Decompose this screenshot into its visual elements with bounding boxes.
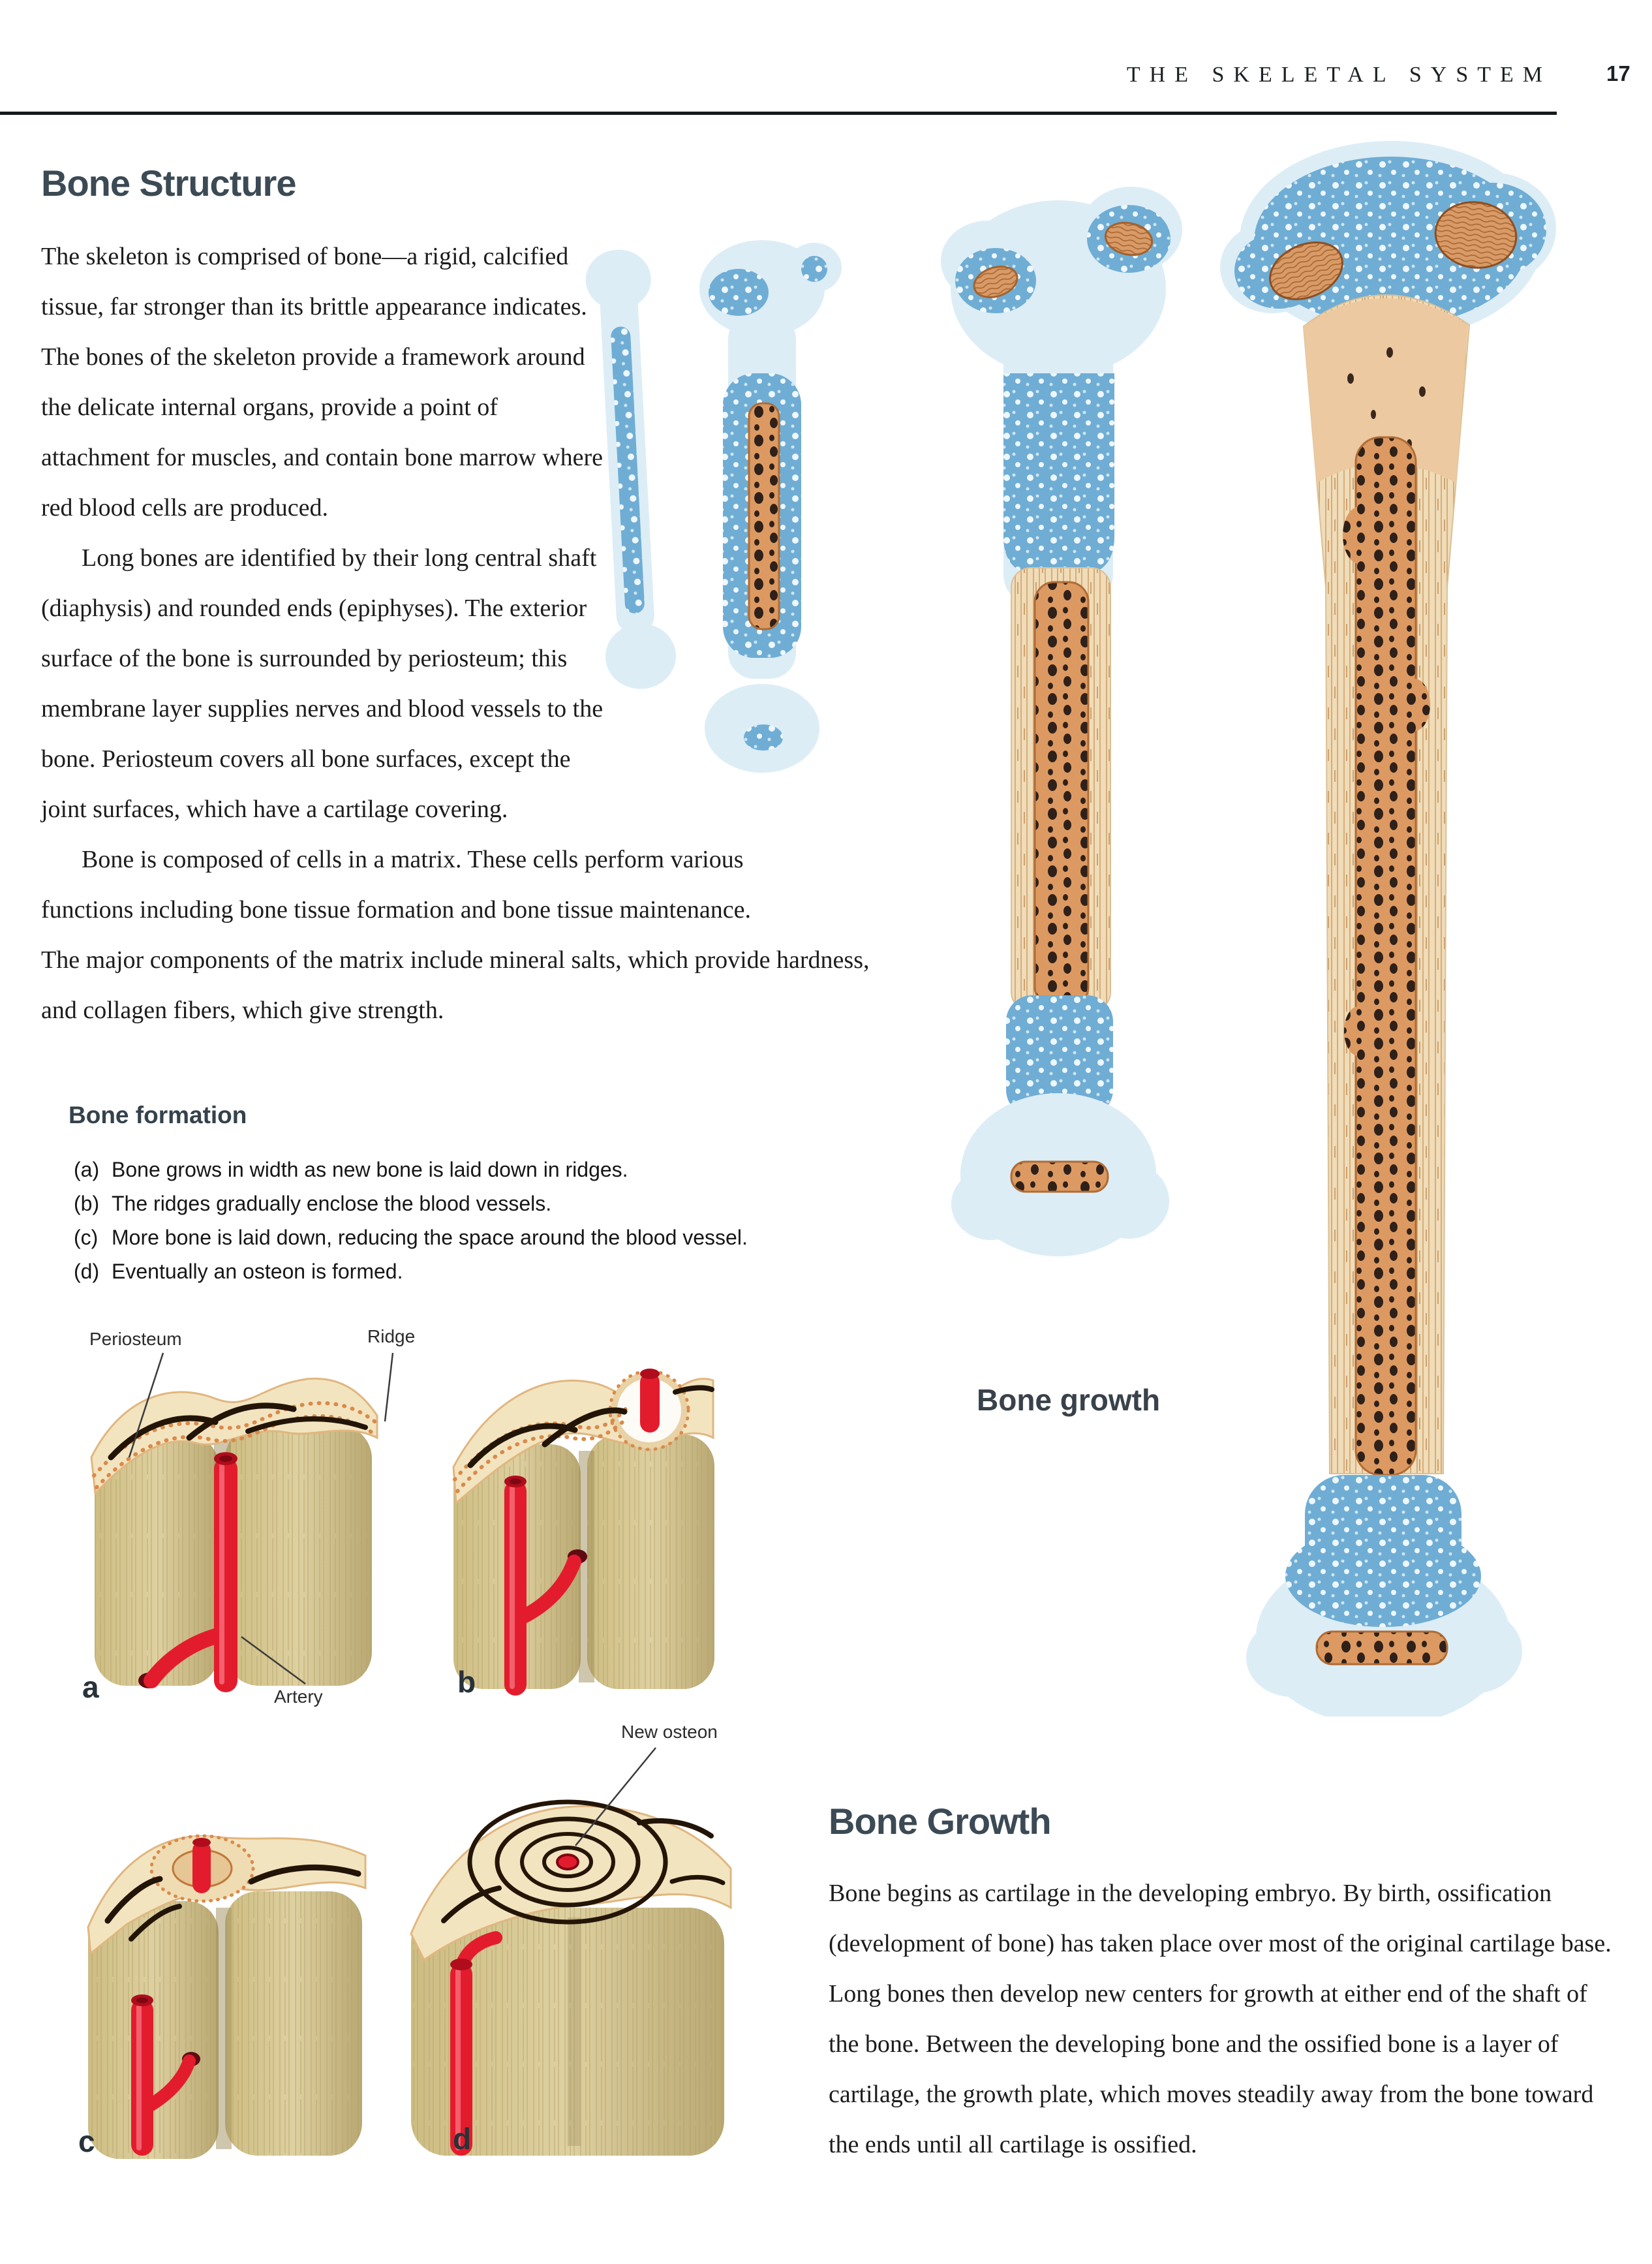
text-wrap-spacer — [776, 796, 884, 897]
ridge-label: Ridge — [367, 1326, 416, 1346]
bone-formation-heading: Bone formation — [69, 1102, 247, 1128]
artery-label: Artery — [274, 1686, 323, 1707]
bone-structure-section: Bone Structure The skeleton is comprised… — [41, 162, 884, 1036]
bone-growth-heading: Bone Growth — [829, 1801, 1052, 1842]
paragraph: Bone is composed of cells in a matrix. T… — [41, 846, 870, 1024]
bone-structure-heading: Bone Structure — [41, 163, 297, 204]
bone-formation-section: Bone formation (a) Bone grows in width a… — [69, 1102, 923, 1288]
formation-block-a — [90, 1377, 379, 1692]
list-item-text: Bone grows in width as new bone is laid … — [112, 1158, 628, 1181]
figure-letter-a: a — [82, 1670, 99, 1704]
list-item: (d) Eventually an osteon is formed. — [74, 1254, 923, 1288]
list-item: (b) The ridges gradually enclose the blo… — [74, 1186, 923, 1220]
paragraph: Long bones are identified by their long … — [41, 544, 604, 823]
list-item: (c) More bone is laid down, reducing the… — [74, 1220, 923, 1254]
figure-letter-d: d — [453, 2122, 472, 2156]
formation-block-d — [410, 1799, 732, 2156]
paragraph: Bone begins as cartilage in the developi… — [829, 1880, 1612, 2158]
header-rule — [0, 112, 1557, 115]
page-number: 17 — [1606, 61, 1630, 85]
list-item-label: (b) — [74, 1192, 100, 1215]
bone-growth-section: Bone Growth Bone begins as cartilage in … — [829, 1800, 1623, 2170]
bone-stage-2 — [699, 240, 842, 773]
list-item-text: Eventually an osteon is formed. — [112, 1260, 403, 1283]
running-head-title: THE SKELETAL SYSTEM — [1126, 63, 1552, 87]
bone-stage-3 — [941, 187, 1182, 1256]
leader-lines — [128, 1352, 656, 1846]
list-item-label: (d) — [74, 1260, 100, 1283]
bone-formation-figure — [87, 1352, 732, 2159]
list-item: (a) Bone grows in width as new bone is l… — [74, 1153, 923, 1186]
figure-letter-b: b — [457, 1665, 476, 1699]
bone-growth-figure-caption: Bone growth — [977, 1383, 1161, 1417]
figure-letter-c: c — [78, 2124, 95, 2158]
formation-block-c — [87, 1834, 367, 2159]
bone-stage-4 — [1220, 141, 1556, 1716]
paragraph: The skeleton is comprised of bone—a rigi… — [41, 243, 604, 521]
list-item-text: More bone is laid down, reducing the spa… — [112, 1226, 748, 1249]
list-item-label: (a) — [74, 1158, 100, 1181]
bone-growth-stages-figure — [585, 141, 1556, 1716]
periosteum-label: Periosteum — [89, 1329, 182, 1349]
bone-stage-1 — [585, 249, 677, 689]
list-item-text: The ridges gradually enclose the blood v… — [112, 1192, 552, 1215]
formation-block-b — [452, 1369, 714, 1696]
new-osteon-label: New osteon — [621, 1722, 718, 1742]
list-item-label: (c) — [74, 1226, 99, 1249]
bone-structure-body: The skeleton is comprised of bone—a rigi… — [41, 232, 884, 1036]
text-wrap-spacer — [607, 232, 884, 796]
